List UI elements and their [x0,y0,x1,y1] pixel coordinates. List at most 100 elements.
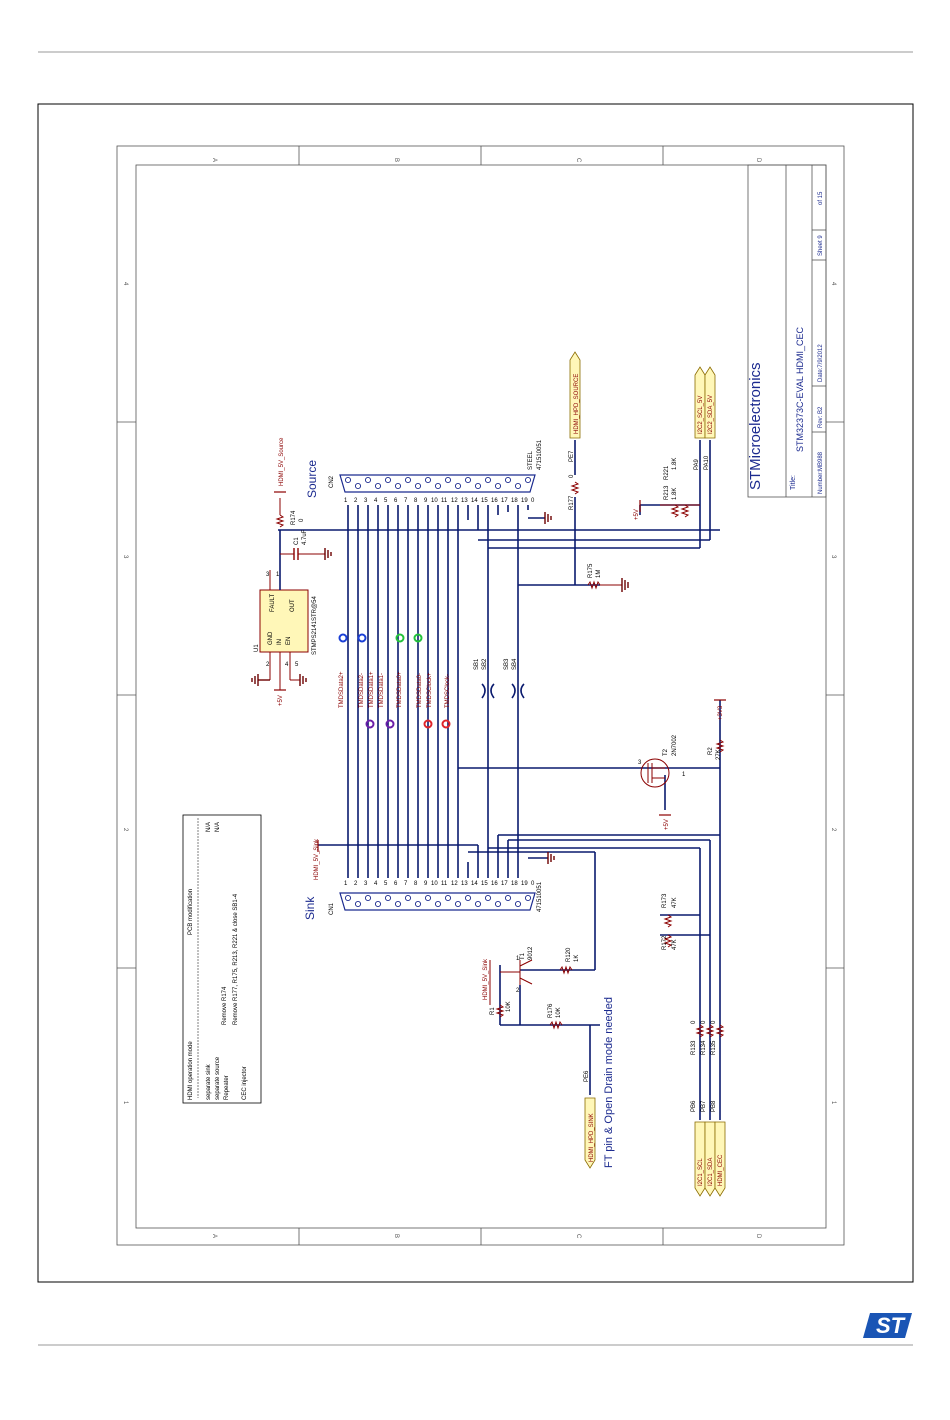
hdmi-hpd-sink-port: HDMI_HPD_SINK [584,1097,596,1169]
u1-gnd: GND [268,631,274,645]
cn1-pads [344,894,532,908]
zone-ticks [117,146,844,1245]
r176-value: 10K [556,1007,562,1018]
ft-pin-note: FT pin & Open Drain mode needed [603,997,615,1168]
r2-ref: R2 [708,747,714,755]
zone-col-a-top: A [211,158,217,162]
svg-text:5: 5 [384,881,388,887]
sheet-of: of 15 [818,191,824,205]
svg-text:10: 10 [431,881,438,887]
sb4-label: SB4 [512,658,518,670]
zone-row-3-right: 3 [830,555,836,559]
r175-ground [621,578,629,592]
svg-text:11: 11 [441,881,448,887]
r175-value: 1M [596,570,602,578]
pe6-pin: PE6 [584,1070,590,1082]
sb3-label: SB3 [504,658,510,670]
zone-col-b-top: B [393,158,399,162]
r175-ref: R175 [588,563,594,578]
table-row4-mod: Remove R174 [222,986,228,1025]
zone-labels: A B C D A B C D 4 3 2 1 4 3 2 1 [122,158,836,1239]
solder-bridges: SB1 SB2 SB3 SB4 [474,658,525,699]
plus5v-gate-label: +5V [664,819,670,830]
t1-part: 9012 [528,946,534,960]
source-bus-wires [278,440,720,586]
r134-ref: R134 [701,1040,707,1055]
r173-value: 47K [672,897,678,908]
svg-text:0: 0 [531,498,535,504]
r135-ref: R135 [711,1040,717,1055]
sink-title: Sink [303,896,317,920]
u1-grounds [251,674,307,686]
r213-ref: R213 [664,485,670,500]
svg-text:17: 17 [501,881,508,887]
c1-ref: C1 [294,537,300,545]
pb-pins: PB6 PB7 PB8 [691,1100,717,1112]
title-label: Title: [790,475,797,490]
t2-pin-s: 1 [682,772,686,778]
zone-row-4-right: 4 [830,282,836,286]
i2c2-scl-label: I2C2_SCL_5V [698,396,704,434]
zone-col-d-top: D [755,158,761,163]
pe6-label: PE6 [584,1070,590,1082]
table-row2-mod: N/A [215,822,221,832]
u1-en: EN [286,637,292,645]
svg-text:10: 10 [431,498,438,504]
zone-col-a-bottom: A [211,1234,217,1238]
hdmi-cec-label: HDMI_CEC [718,1154,724,1186]
u1-out: OUT [290,599,296,612]
figure-frame [37,103,914,1283]
svg-text:1: 1 [344,498,348,504]
cn1-ground [528,852,555,864]
tmds-wires [347,505,529,878]
svg-text:16: 16 [491,881,498,887]
hdmi-5v-sink2-label: HDMI_5V_Sink [483,958,489,1000]
plus5v-pullup: +5V [634,500,641,520]
table-col2-title: PCB modification [188,889,194,935]
r213-value: 1.8K [672,488,678,500]
st-logo: ST [863,1313,912,1338]
schematic-border-inner [135,164,827,1229]
company-name: STMicroelectronics [747,362,764,490]
cn1-ref: CN1 [329,902,335,915]
tmds-data0n: TMDSData0- [417,673,423,708]
hdmi-hpd-sink-label: HDMI_HPD_SINK [589,1113,595,1162]
svg-text:12: 12 [451,881,458,887]
r175-resistor: R175 1M [587,563,622,590]
r176-resistor: R176 10K [548,1003,563,1030]
svg-text:11: 11 [441,498,448,504]
i2c1-cec-ports: I2C1_SCL I2C1_SDA HDMI_CEC [694,1121,726,1197]
table-row2-mode: separate source [215,1056,221,1100]
svg-text:19: 19 [521,498,528,504]
cn2-body [339,474,536,493]
pa-pins: PA9 PA10 [694,455,710,470]
drawing-title: STM32373C-EVAL HDMI_CEC [795,326,805,452]
tmds-data2p: TMDSData2+ [339,671,345,708]
sheet-label: Sheet 9 [818,235,824,256]
svg-text:16: 16 [491,498,498,504]
u1-part: STMPS2141STR@54 [312,596,318,655]
svg-text:6: 6 [394,498,398,504]
svg-text:2: 2 [354,881,358,887]
cn2-pads [344,476,532,490]
svg-text:7: 7 [404,498,408,504]
tmds-data2n: TMDSData2- [359,673,365,708]
svg-text:8: 8 [414,881,418,887]
pb6-label: PB6 [691,1100,697,1112]
zone-col-c-bottom: C [575,1234,581,1239]
r2-value: 27K [716,749,722,760]
title-block: STMicroelectronics Title: STM32373C-EVAL… [747,164,827,498]
r120-ref: R120 [566,947,572,962]
tmds-clockp: TMDSClock+ [427,672,433,708]
r120-value: 1K [574,955,580,962]
u1-in: IN [277,639,283,645]
pa9-label: PA9 [694,458,700,470]
r176-ref: R176 [548,1003,554,1018]
r1-value: 10K [506,1001,512,1012]
schematic-border-outer [116,145,845,1246]
sink-bus-wires [318,700,721,1120]
rev-label: Rev: B2 [818,406,824,428]
